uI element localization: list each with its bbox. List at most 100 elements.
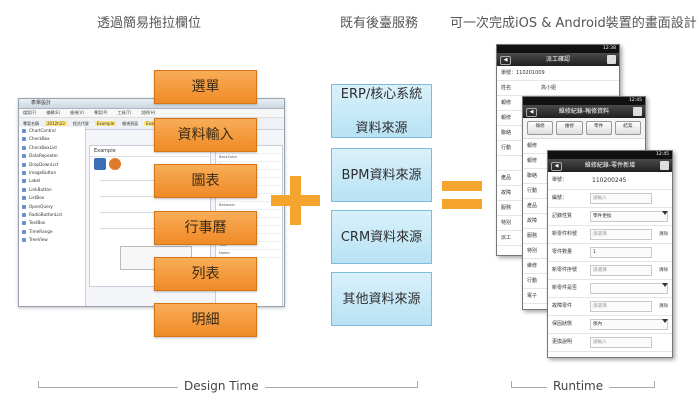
row-label: 更換說明 — [552, 339, 573, 345]
row-label: 行動 — [527, 278, 538, 284]
service-bpm: BPM資料來源 — [331, 148, 432, 202]
input-field[interactable]: 請選擇 — [590, 229, 652, 240]
row-label: 零件數量 — [552, 249, 573, 255]
palette-control[interactable]: Label — [19, 177, 85, 185]
row-label: 報修 — [501, 115, 512, 121]
phone-title-bar: ◀ 維修紀錄-報修資料 — [523, 105, 645, 118]
menu-item[interactable]: 編輯(E) — [46, 110, 61, 115]
row-label: 記錄性質 — [552, 213, 573, 219]
service-other: 其他資料來源 — [331, 272, 432, 326]
back-icon[interactable]: ◀ — [500, 56, 511, 65]
service-crm: CRM資料來源 — [331, 210, 432, 264]
palette-control[interactable]: DataRepeater — [19, 152, 85, 160]
palette-control[interactable]: TimeRange — [19, 228, 85, 236]
divider — [100, 212, 200, 213]
row-label: 服務 — [501, 205, 512, 211]
palette-control[interactable]: DropDownList — [19, 161, 85, 169]
select-field[interactable]: 保內 — [590, 319, 668, 330]
phone-title: 派工確認 — [545, 56, 570, 63]
service-erp: ERP/核心系統資料來源 — [331, 84, 432, 138]
menu-item[interactable]: 工具(T) — [117, 110, 132, 115]
input-field[interactable]: 請選擇 — [590, 301, 652, 312]
chevron-down-icon — [662, 319, 668, 323]
phone-row: 新零件是否 — [548, 280, 672, 298]
row-label: 報修 — [501, 100, 512, 106]
input-field[interactable]: 1 — [590, 247, 652, 258]
menu-item[interactable]: 專案(P) — [93, 110, 108, 115]
phone-tabs: 報修維修零件結案 — [523, 118, 645, 139]
phone-row: 更換說明 請輸入 — [548, 334, 672, 352]
phone-title: 維修紀錄-報修資料 — [558, 108, 610, 115]
save-icon — [94, 158, 106, 170]
back-icon[interactable]: ◀ — [551, 162, 562, 171]
palette-control[interactable]: OpenQuery — [19, 203, 85, 211]
row-label: 故障 — [501, 190, 512, 196]
palette-control[interactable]: ListBox — [19, 194, 85, 202]
component-menu: 選單 — [154, 70, 257, 104]
row-label: 保固狀態 — [552, 321, 573, 327]
palette-control[interactable]: ChartControl — [19, 127, 85, 135]
palette-control[interactable]: TreeView — [19, 236, 85, 244]
tab-button[interactable]: 報修 — [527, 121, 554, 135]
clear-button[interactable]: 清除 — [659, 304, 668, 309]
palette-control[interactable]: RadioButtonList — [19, 211, 85, 219]
tab-button[interactable]: 結案 — [614, 121, 641, 135]
palette-control[interactable]: ImageButton — [19, 169, 85, 177]
menu-item[interactable]: 檢視(V) — [70, 110, 84, 115]
row-label: 單號：110201009 — [501, 70, 545, 76]
toolbar-item: 程式代號 — [72, 121, 89, 126]
phone-row: 姓名高小姐 — [497, 81, 619, 96]
row-label: 聯絡 — [501, 130, 512, 136]
design-time-label: Design Time — [178, 379, 265, 393]
phone-title-bar: ◀ 派工確認 — [497, 53, 619, 66]
designer-title: 表單設計 — [19, 99, 284, 109]
status-bar: 12:38 — [497, 45, 619, 53]
row-label: 單號： — [552, 177, 568, 183]
phone-title: 維修紀錄-零件新增 — [584, 162, 636, 169]
row-label: 新零件序號 — [552, 267, 578, 273]
back-icon[interactable]: ◀ — [526, 108, 537, 117]
chart-icon — [109, 158, 121, 170]
component-list: 列表 — [154, 257, 257, 291]
row-label: 故障零件 — [552, 303, 573, 309]
home-icon[interactable] — [633, 107, 642, 116]
input-field[interactable]: 請選擇 — [590, 265, 652, 276]
phone-row: 單號：110201009 — [497, 66, 619, 81]
input-field[interactable]: 請輸入 — [590, 193, 652, 204]
phone-row: 新零件序號 請選擇 清除 — [548, 262, 672, 280]
row-label: 報修 — [527, 158, 538, 164]
service-erp-line: ERP/核心系統 — [340, 86, 423, 102]
equals-sign — [442, 199, 482, 209]
row-label: 電子 — [527, 293, 538, 299]
row-label: 行動 — [501, 145, 512, 151]
tab-button[interactable]: 零件 — [585, 121, 612, 135]
clear-button[interactable]: 清除 — [659, 268, 668, 273]
input-field[interactable]: 請輸入 — [590, 337, 652, 348]
palette-control[interactable]: CheckBoxList — [19, 144, 85, 152]
row-label: 新零件是否 — [552, 285, 578, 291]
toolbar-item: 檢視頁面 — [122, 121, 139, 126]
menu-item[interactable]: 說明(H) — [141, 110, 156, 115]
phone-row: 故障零件 請選擇 清除 — [548, 298, 672, 316]
property-row: Behavior — [216, 202, 282, 210]
clear-button[interactable]: 清除 — [659, 232, 668, 237]
palette-control[interactable]: LinkButton — [19, 186, 85, 194]
toolbar-item[interactable]: Example — [94, 121, 117, 126]
tab-button[interactable]: 維修 — [556, 121, 583, 135]
palette-control[interactable]: TextBox — [19, 219, 85, 227]
divider — [100, 180, 200, 181]
menu-item[interactable]: 檔案(F) — [23, 110, 37, 115]
select-field[interactable] — [590, 283, 668, 294]
home-icon[interactable] — [660, 161, 669, 170]
header-backend-services: 既有後臺服務 — [340, 16, 419, 31]
home-icon[interactable] — [607, 55, 616, 64]
phone-row: 新零件料號請選擇清除 — [548, 226, 672, 244]
phone-title-bar: ◀ 維修紀錄-零件新增 — [548, 159, 672, 172]
palette-control[interactable]: CheckBox — [19, 135, 85, 143]
phone-row: 單號：110200245 — [548, 172, 672, 190]
select-field[interactable]: 零件更換 — [590, 211, 668, 222]
row-label: 故障 — [527, 218, 538, 224]
toolbar-item[interactable]: 2012h23 — [45, 121, 67, 126]
